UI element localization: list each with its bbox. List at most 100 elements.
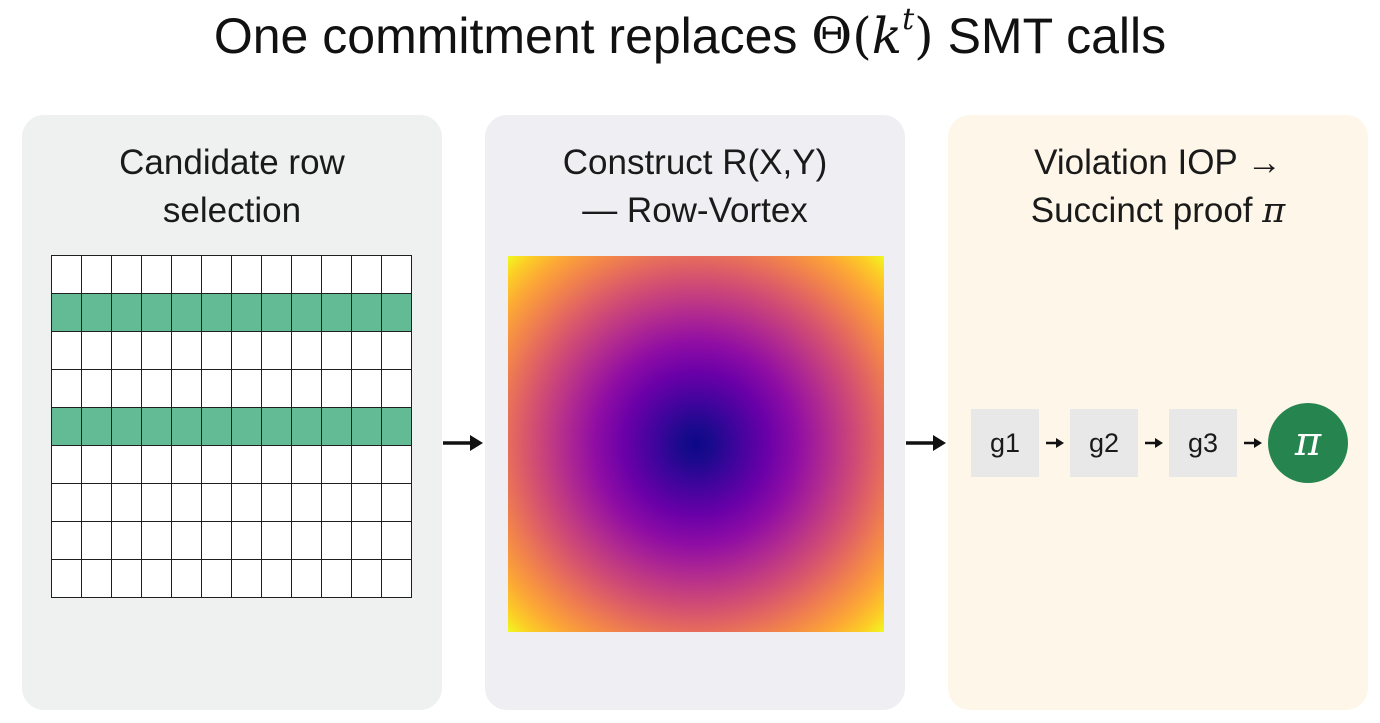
grid-cell [111, 407, 142, 446]
small-arrow-icon [1145, 438, 1163, 448]
grid-cell [261, 407, 292, 446]
grid-cell [51, 521, 82, 560]
grid-cell [51, 407, 82, 446]
grid-cell [291, 255, 322, 294]
grid-cell [291, 559, 322, 598]
grid-cell [321, 559, 352, 598]
grid-cell [231, 293, 262, 332]
grid-cell [81, 559, 112, 598]
grid-cell [231, 521, 262, 560]
grid-row [51, 369, 412, 408]
grid-cell [111, 255, 142, 294]
title-math-close: ) [914, 7, 934, 65]
grid-cell [291, 483, 322, 522]
grid-cell [111, 483, 142, 522]
grid-cell [111, 369, 142, 408]
grid-cell [81, 293, 112, 332]
grid-cell [381, 255, 412, 294]
grid-cell [321, 369, 352, 408]
grid-row-selected [51, 293, 412, 332]
grid-cell [351, 483, 382, 522]
grid-cell [111, 331, 142, 370]
panel-2-title: Construct R(X,Y) — Row-Vortex [485, 139, 905, 235]
grid-cell [321, 255, 352, 294]
grid-cell [201, 445, 232, 484]
grid-cell [141, 331, 172, 370]
grid-cell [111, 521, 142, 560]
small-arrow-icon [1244, 438, 1262, 448]
grid-cell [321, 293, 352, 332]
grid-cell [351, 369, 382, 408]
grid-cell [171, 521, 202, 560]
grid-cell [51, 559, 82, 598]
grid-cell [381, 293, 412, 332]
grid-cell [81, 521, 112, 560]
grid-cell [171, 369, 202, 408]
grid-cell [261, 255, 292, 294]
grid-cell [351, 331, 382, 370]
heatmap-field [508, 256, 884, 632]
title-math: Θ(kt) [811, 5, 934, 66]
grid-cell [291, 331, 322, 370]
panel-2-title-line1: Construct R(X,Y) [562, 143, 828, 182]
title-prefix: One commitment replaces [213, 8, 812, 64]
title-math-var: k [871, 7, 903, 65]
grid-cell [351, 407, 382, 446]
grid-row [51, 445, 412, 484]
grid-cell [51, 483, 82, 522]
panel-2-title-line2: — Row-Vortex [582, 191, 808, 230]
grid-cell [81, 369, 112, 408]
grid-cell [111, 445, 142, 484]
gate-g1: g1 [971, 409, 1039, 477]
grid-cell [201, 369, 232, 408]
candidate-grid [51, 255, 412, 598]
grid-cell [111, 293, 142, 332]
grid-cell [201, 331, 232, 370]
grid-cell [381, 445, 412, 484]
grid-cell [231, 331, 262, 370]
grid-cell [261, 559, 292, 598]
grid-cell [141, 255, 172, 294]
grid-cell [141, 369, 172, 408]
grid-row [51, 521, 412, 560]
grid-cell [81, 483, 112, 522]
panel-3-title-text: Succinct proof [1030, 191, 1263, 230]
grid-cell [51, 293, 82, 332]
panel-3-title-pi: π [1262, 191, 1286, 231]
grid-cell [291, 407, 322, 446]
grid-cell [201, 483, 232, 522]
grid-cell [231, 483, 262, 522]
small-arrow-icon [1046, 438, 1064, 448]
title-math-open: Θ( [811, 7, 872, 65]
grid-cell [291, 521, 322, 560]
grid-cell [51, 369, 82, 408]
grid-row [51, 559, 412, 598]
grid-cell [81, 445, 112, 484]
panel-candidate-row-selection: Candidate row selection [22, 115, 442, 710]
grid-cell [171, 255, 202, 294]
grid-cell [81, 255, 112, 294]
grid-cell [141, 483, 172, 522]
gate-g3: g3 [1169, 409, 1237, 477]
grid-cell [261, 483, 292, 522]
grid-cell [231, 369, 262, 408]
grid-cell [291, 293, 322, 332]
grid-cell [171, 293, 202, 332]
grid-row-selected [51, 407, 412, 446]
grid-cell [381, 483, 412, 522]
grid-cell [81, 331, 112, 370]
grid-cell [171, 331, 202, 370]
panel-3-title-line2: Succinct proof π [948, 187, 1368, 235]
grid-cell [351, 255, 382, 294]
grid-cell [141, 559, 172, 598]
grid-cell [231, 407, 262, 446]
flow-arrow-icon [906, 435, 946, 451]
grid-cell [141, 407, 172, 446]
grid-cell [81, 407, 112, 446]
grid-cell [141, 293, 172, 332]
grid-cell [381, 407, 412, 446]
grid-cell [381, 331, 412, 370]
flow-arrow-icon [443, 435, 483, 451]
grid-cell [321, 445, 352, 484]
title-math-sup: t [902, 2, 915, 37]
